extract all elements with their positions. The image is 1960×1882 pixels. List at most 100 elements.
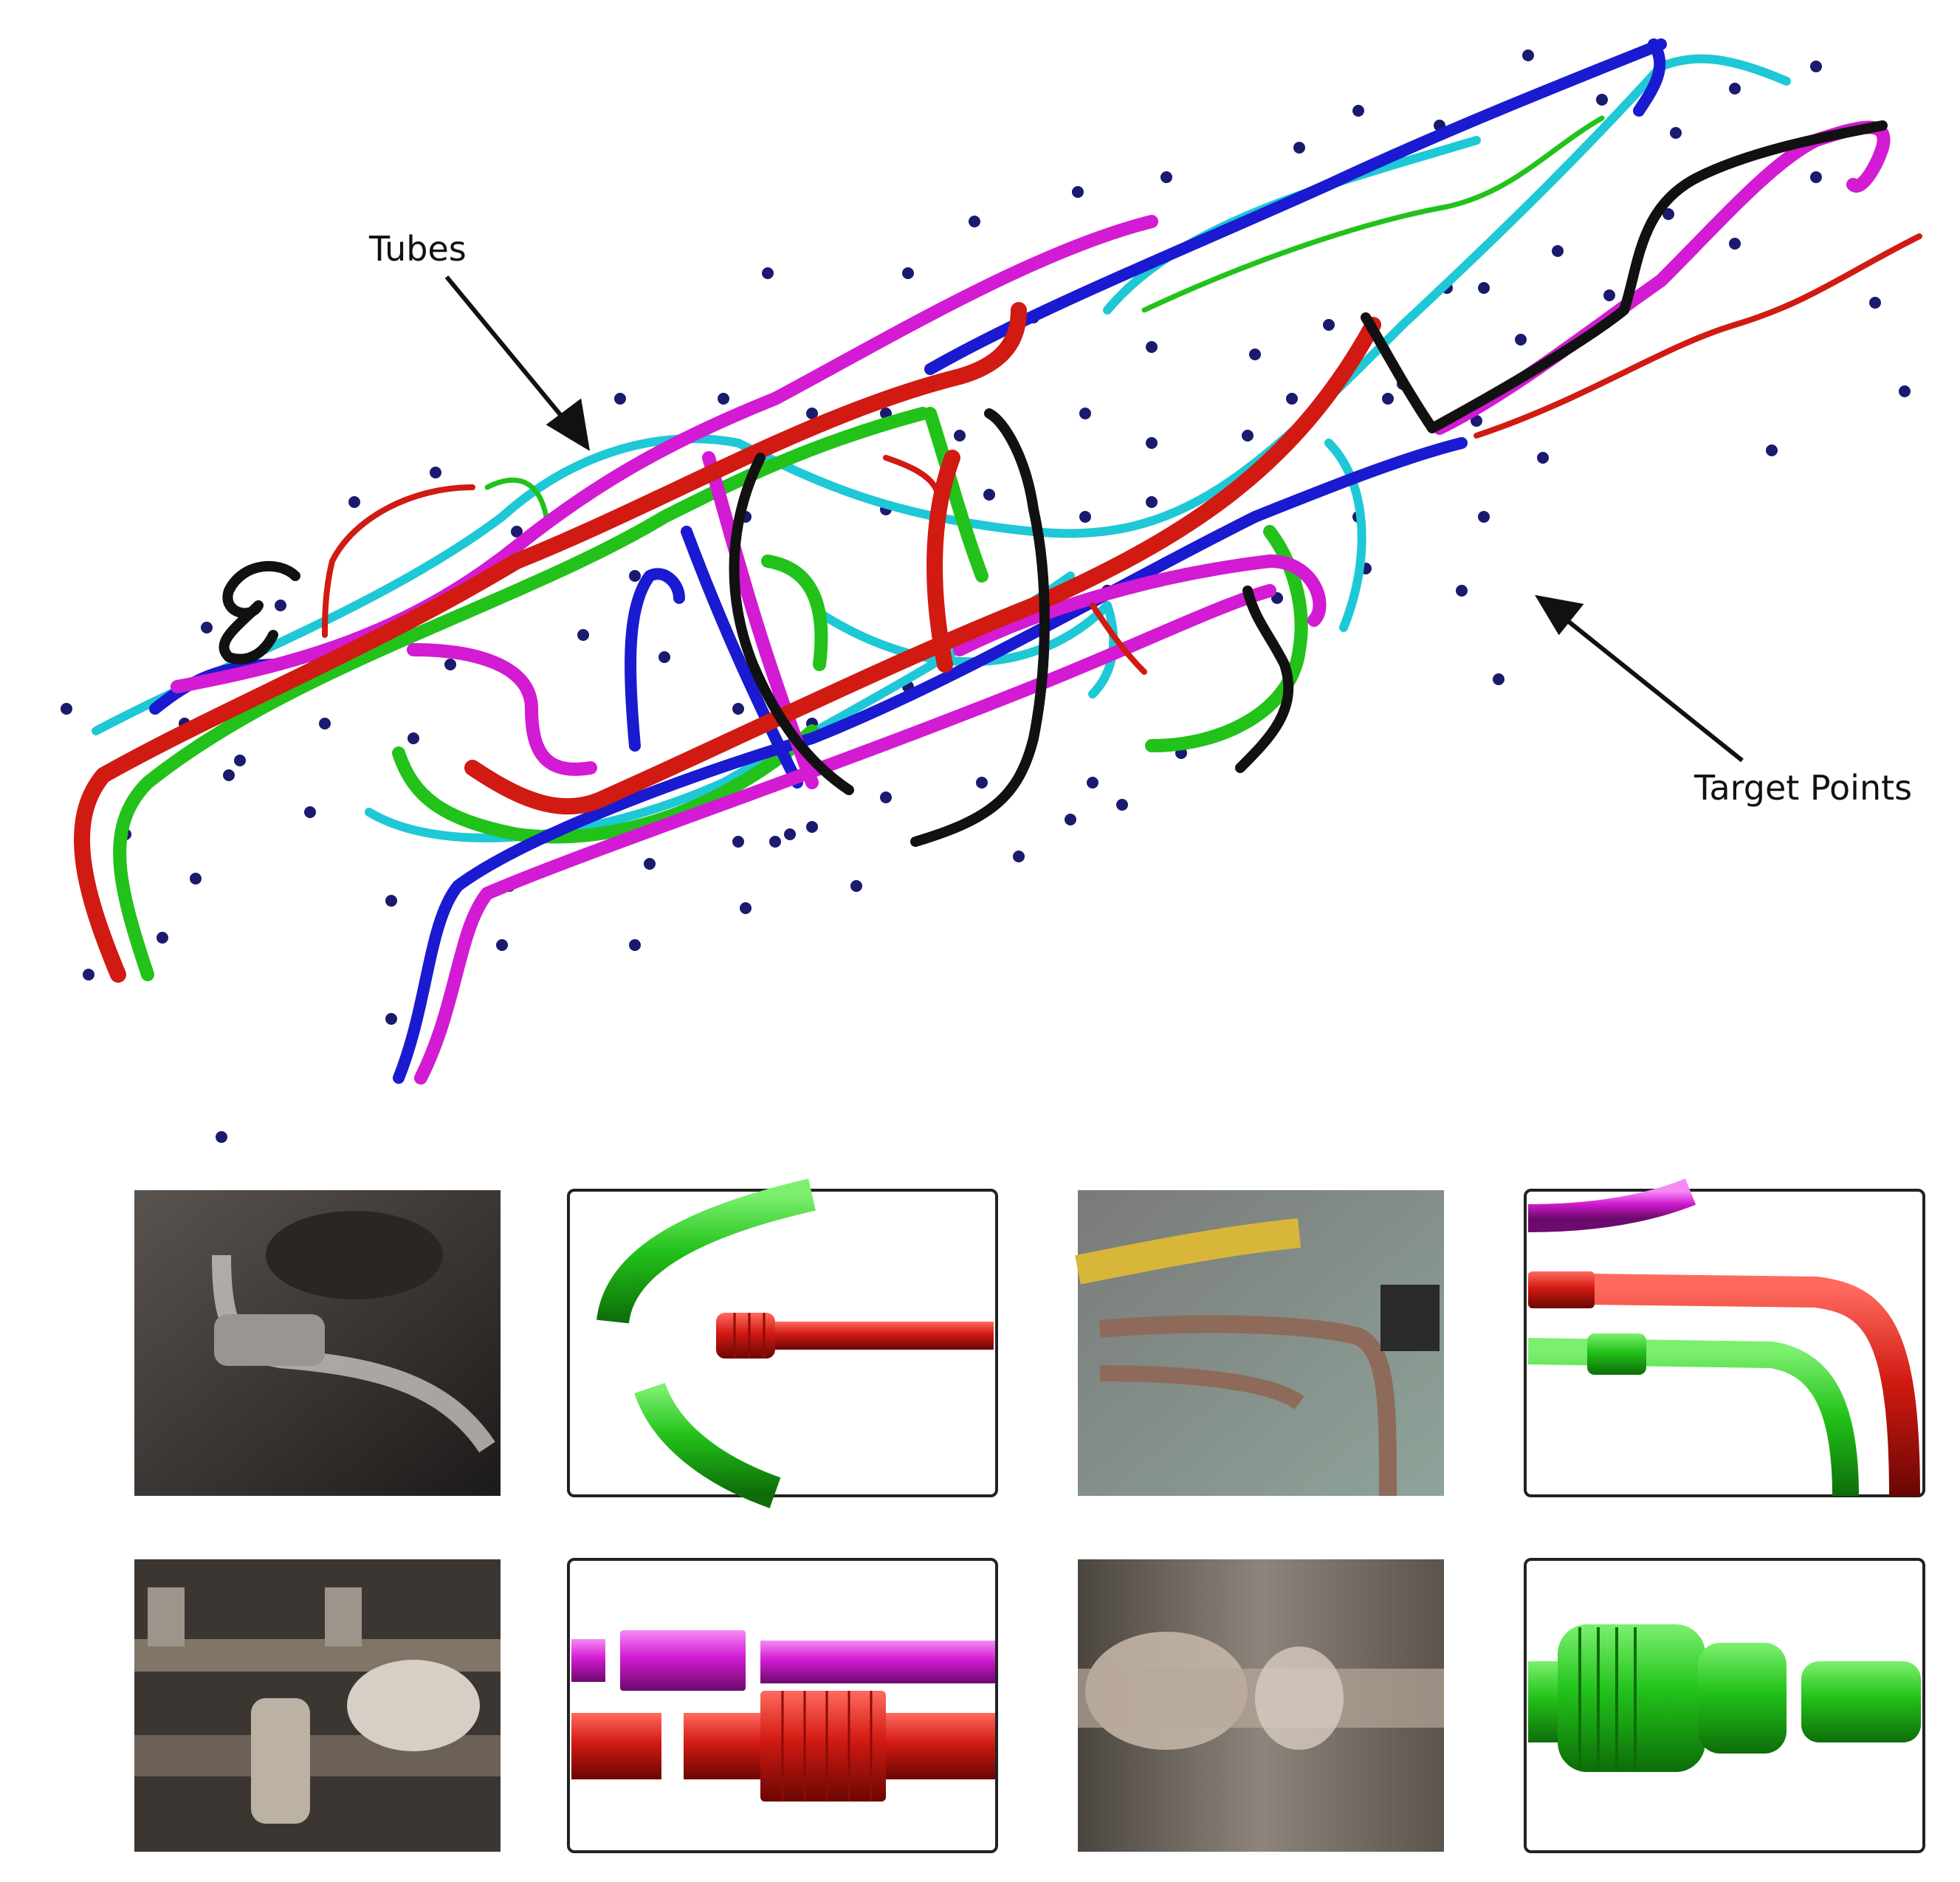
target-point — [496, 939, 508, 951]
target-points-arrowhead — [1535, 594, 1584, 636]
target-point — [983, 489, 995, 501]
target-point — [629, 570, 641, 582]
photo-2 — [1075, 1190, 1444, 1497]
target-point — [83, 969, 94, 981]
target-point — [1522, 49, 1534, 61]
target-point — [1810, 171, 1822, 183]
target-point — [304, 806, 316, 818]
target-points-label: Target Points — [1694, 768, 1913, 808]
target-point — [718, 393, 729, 405]
photo-1 — [134, 1190, 501, 1496]
target-point — [1065, 814, 1076, 825]
target-point — [385, 1013, 397, 1025]
green-tubes — [113, 407, 1308, 981]
target-point — [1072, 186, 1084, 198]
target-point — [1478, 511, 1490, 523]
target-point — [769, 836, 781, 848]
render-4 — [1524, 1558, 1925, 1853]
target-point — [190, 873, 202, 885]
tube-scene — [61, 38, 1922, 1143]
target-point — [806, 408, 818, 419]
target-point — [234, 755, 246, 766]
target-point — [976, 777, 988, 789]
target-point — [1662, 208, 1674, 220]
target-point — [1537, 452, 1549, 464]
target-point — [1515, 334, 1527, 346]
target-point — [1899, 385, 1911, 397]
target-point — [1116, 799, 1128, 811]
target-point — [216, 1131, 227, 1143]
target-point — [319, 718, 331, 729]
target-point — [1493, 673, 1505, 685]
target-point — [275, 600, 286, 611]
target-point — [1146, 341, 1158, 353]
target-point — [1146, 437, 1158, 449]
target-point — [1323, 319, 1335, 331]
target-point — [1146, 496, 1158, 508]
target-point — [1242, 430, 1254, 442]
red-tubes — [74, 302, 1381, 983]
annotation-arrows — [444, 275, 1744, 763]
target-point — [1079, 511, 1091, 523]
target-point — [577, 629, 589, 641]
target-point — [1729, 238, 1741, 250]
target-point — [969, 216, 980, 227]
target-point — [1596, 94, 1608, 106]
target-point — [430, 467, 441, 478]
target-point — [1603, 289, 1615, 301]
target-point — [1382, 393, 1394, 405]
target-point — [614, 393, 626, 405]
render-1 — [567, 1178, 998, 1508]
target-point — [1079, 408, 1091, 419]
target-point — [762, 267, 774, 279]
target-point — [1249, 348, 1261, 360]
target-point — [1552, 245, 1564, 257]
black-tubes — [219, 120, 1888, 847]
render-3 — [567, 1558, 998, 1853]
target-point — [732, 703, 744, 715]
target-points — [61, 49, 1911, 1143]
target-point — [954, 430, 966, 442]
target-point — [1670, 127, 1682, 139]
target-point — [1013, 851, 1025, 862]
target-point — [348, 496, 360, 508]
target-point — [1286, 393, 1298, 405]
photo-4 — [1078, 1559, 1444, 1852]
target-point — [732, 836, 744, 848]
target-point — [902, 267, 914, 279]
target-point — [408, 732, 419, 744]
magenta-tubes — [171, 120, 1891, 1085]
target-point — [806, 821, 818, 833]
target-point — [444, 659, 456, 670]
target-point — [850, 880, 862, 892]
blue-tubes — [149, 38, 1667, 1084]
target-point — [659, 651, 670, 663]
target-point — [784, 828, 796, 840]
target-point — [1729, 83, 1741, 95]
target-point — [511, 526, 523, 538]
target-point — [223, 769, 235, 781]
tubes-arrow — [444, 275, 571, 426]
target-point — [61, 703, 72, 715]
tubes-arrowhead — [546, 398, 591, 451]
target-point — [1160, 171, 1172, 183]
target-point — [201, 622, 213, 633]
target-point — [880, 791, 892, 803]
target-point — [1087, 777, 1098, 789]
target-point — [385, 895, 397, 907]
target-point — [157, 932, 168, 944]
target-point — [1766, 444, 1778, 456]
render-2 — [1524, 1178, 1925, 1497]
target-point — [1471, 415, 1482, 427]
cyan-tubes — [92, 54, 1791, 842]
target-point — [1810, 61, 1822, 72]
target-point — [1352, 105, 1364, 117]
target-point — [1869, 297, 1881, 309]
target-point — [1293, 142, 1305, 154]
target-point — [644, 858, 656, 870]
target-point — [1478, 282, 1490, 294]
target-point — [629, 939, 641, 951]
target-point — [1456, 585, 1468, 597]
tubes-label: Tubes — [369, 229, 467, 269]
